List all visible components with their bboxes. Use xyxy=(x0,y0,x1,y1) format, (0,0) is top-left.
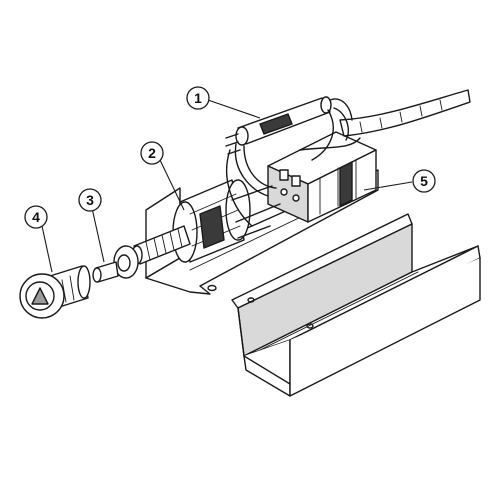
control-knob xyxy=(19,265,91,319)
callout-2: 2 xyxy=(140,141,164,165)
callout-3: 3 xyxy=(78,188,102,212)
callout-2-label: 2 xyxy=(148,145,156,161)
callout-4-label: 4 xyxy=(32,209,40,225)
plunger xyxy=(92,261,119,283)
callout-5-label: 5 xyxy=(420,173,428,189)
callout-5: 5 xyxy=(412,169,436,193)
callout-3-label: 3 xyxy=(86,192,94,208)
wire-harness xyxy=(225,89,471,227)
mounting-tray xyxy=(231,213,481,397)
leader-lines xyxy=(41,99,413,273)
threaded-bushing xyxy=(113,225,191,279)
switch-body xyxy=(267,131,377,223)
callout-4: 4 xyxy=(24,205,48,229)
callout-1: 1 xyxy=(186,86,210,110)
callout-1-label: 1 xyxy=(194,90,202,106)
